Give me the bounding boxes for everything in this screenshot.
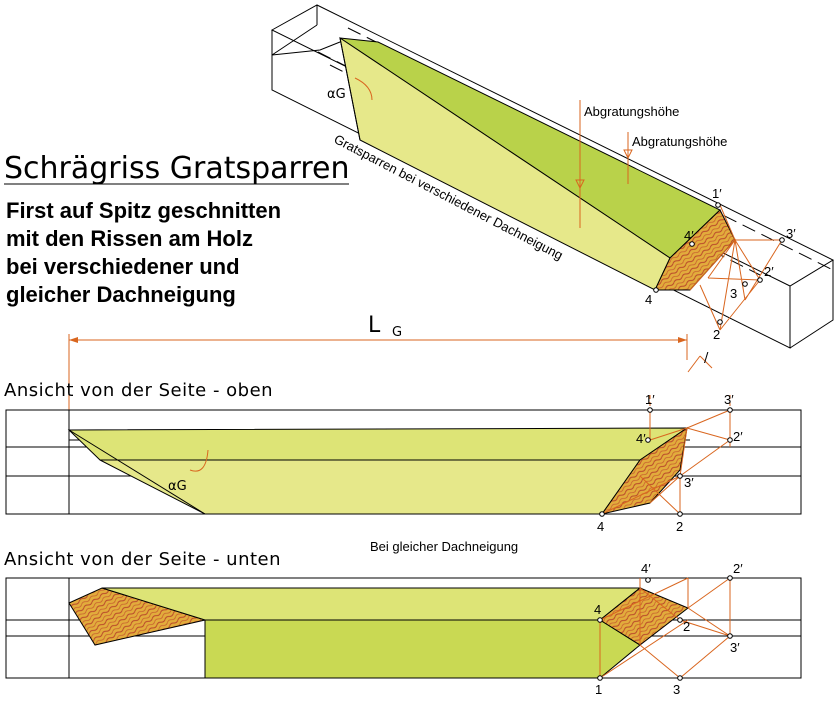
view-bottom-point-2 — [677, 617, 683, 623]
view-bottom: Ansicht von der Seite - unten 4′ 2′ 4 2 … — [4, 549, 802, 697]
title: Schrägriss Gratsparren — [4, 151, 350, 186]
iso-rafter-start-edge — [339, 37, 361, 141]
view-top-point-3p-top — [727, 407, 733, 413]
view-top-point-2p — [727, 437, 733, 443]
view-top-construction-dashed — [649, 395, 731, 410]
view-top-point-4p — [645, 437, 651, 443]
isometric-view: αG Abgratungshöhe Abgratungshöhe Gratspa… — [270, 4, 835, 349]
iso-point-3p — [779, 237, 785, 243]
iso-point-2 — [717, 319, 723, 325]
view-top-end-cut — [600, 426, 688, 515]
view-bottom-title: Ansicht von der Seite - unten — [4, 549, 281, 570]
length-dimension: L G / — [68, 313, 713, 410]
middle-note: Bei gleicher Dachneigung — [370, 539, 518, 554]
view-top-angle-label: αG — [168, 479, 187, 494]
iso-box-end — [789, 260, 834, 349]
subtitle-line-2: mit den Rissen am Holz — [6, 226, 253, 251]
iso-construction-lines — [689, 204, 783, 331]
view-top-label-4p: 4′ — [636, 431, 646, 446]
iso-end-lines — [271, 24, 346, 56]
iso-label-1p: 1′ — [712, 186, 722, 201]
length-small-mark: / — [704, 351, 709, 366]
view-bottom-point-3 — [677, 675, 683, 681]
length-small-dimension — [687, 355, 713, 373]
view-bottom-point-3p — [727, 633, 733, 639]
iso-height-arrow-2 — [623, 149, 633, 160]
iso-height-label-1: Abgratungshöhe — [584, 104, 679, 119]
view-top-slope-edge — [68, 429, 206, 515]
view-bottom-rafter-lower-face — [204, 619, 641, 679]
view-top-label-1p: 1′ — [645, 392, 655, 407]
view-bottom-label-2: 2 — [683, 619, 690, 634]
subtitle-line-3: bei verschiedener und — [6, 254, 240, 279]
iso-point-4 — [653, 287, 659, 293]
subtitle-line-4: gleicher Dachneigung — [6, 282, 236, 307]
length-label: L — [368, 313, 381, 338]
iso-point-2p — [757, 277, 763, 283]
view-bottom-label-2p: 2′ — [733, 561, 743, 576]
view-bottom-label-3p: 3′ — [730, 640, 740, 655]
view-bottom-point-2p — [727, 575, 733, 581]
view-top-point-1p — [647, 407, 653, 413]
iso-point-1p — [715, 202, 721, 208]
iso-label-4: 4 — [645, 292, 652, 307]
iso-label-3p: 3′ — [786, 226, 796, 241]
view-bottom-label-4: 4 — [594, 602, 601, 617]
iso-angle-arc — [354, 77, 373, 101]
iso-height-arrow-1 — [575, 179, 585, 190]
iso-point-4p — [689, 241, 695, 247]
subtitle-line-1: First auf Spitz geschnitten — [6, 198, 281, 223]
view-top-label-2: 2 — [676, 519, 683, 534]
length-arrow-right — [678, 337, 687, 343]
view-top-label-4: 4 — [597, 519, 604, 534]
iso-label-3: 3 — [730, 286, 737, 301]
iso-angle-label: αG — [327, 87, 346, 102]
length-arrow-left — [69, 337, 78, 343]
view-top-point-3p — [677, 473, 683, 479]
view-top-point-4 — [599, 511, 605, 517]
iso-label-2p: 2′ — [764, 264, 774, 279]
view-top-point-2 — [677, 511, 683, 517]
view-bottom-label-3: 3 — [673, 682, 680, 697]
iso-label-2: 2 — [713, 327, 720, 342]
view-bottom-point-4p — [645, 577, 651, 583]
view-top-angle-arc — [189, 449, 209, 472]
view-bottom-point-1 — [597, 675, 603, 681]
iso-height-label-2: Abgratungshöhe — [632, 134, 727, 149]
view-bottom-label-1: 1 — [595, 682, 602, 697]
view-top: Ansicht von der Seite - oben αG 1′ 3′ 4′… — [4, 380, 802, 534]
view-top-rafter-upper-face — [67, 427, 689, 461]
view-top-label-3p: 3′ — [684, 475, 694, 490]
view-top-title: Ansicht von der Seite - oben — [4, 380, 273, 401]
view-bottom-point-4 — [597, 617, 603, 623]
view-top-label-3p-top: 3′ — [724, 392, 734, 407]
iso-label-4p: 4′ — [684, 228, 694, 243]
view-bottom-label-4p: 4′ — [641, 561, 651, 576]
view-top-label-2p: 2′ — [733, 429, 743, 444]
length-label-sub: G — [392, 325, 402, 340]
iso-point-3 — [742, 281, 748, 287]
